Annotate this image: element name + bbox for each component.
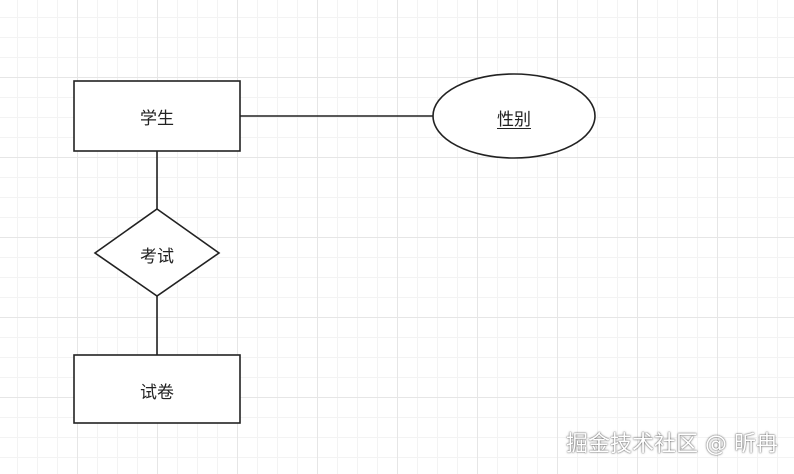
- relation-exam-diamond[interactable]: [93, 208, 221, 297]
- entity-student-box[interactable]: [73, 80, 241, 152]
- attribute-gender-ellipse[interactable]: [432, 73, 596, 159]
- relation-exam-label: 考试: [140, 247, 174, 267]
- attribute-gender-label: 性别: [497, 110, 531, 130]
- watermark-text: 掘金技术社区 @ 昕冉: [566, 432, 778, 457]
- entity-paper-label: 试卷: [140, 383, 174, 403]
- entity-paper-box[interactable]: [73, 354, 241, 424]
- entity-student-label: 学生: [140, 109, 174, 129]
